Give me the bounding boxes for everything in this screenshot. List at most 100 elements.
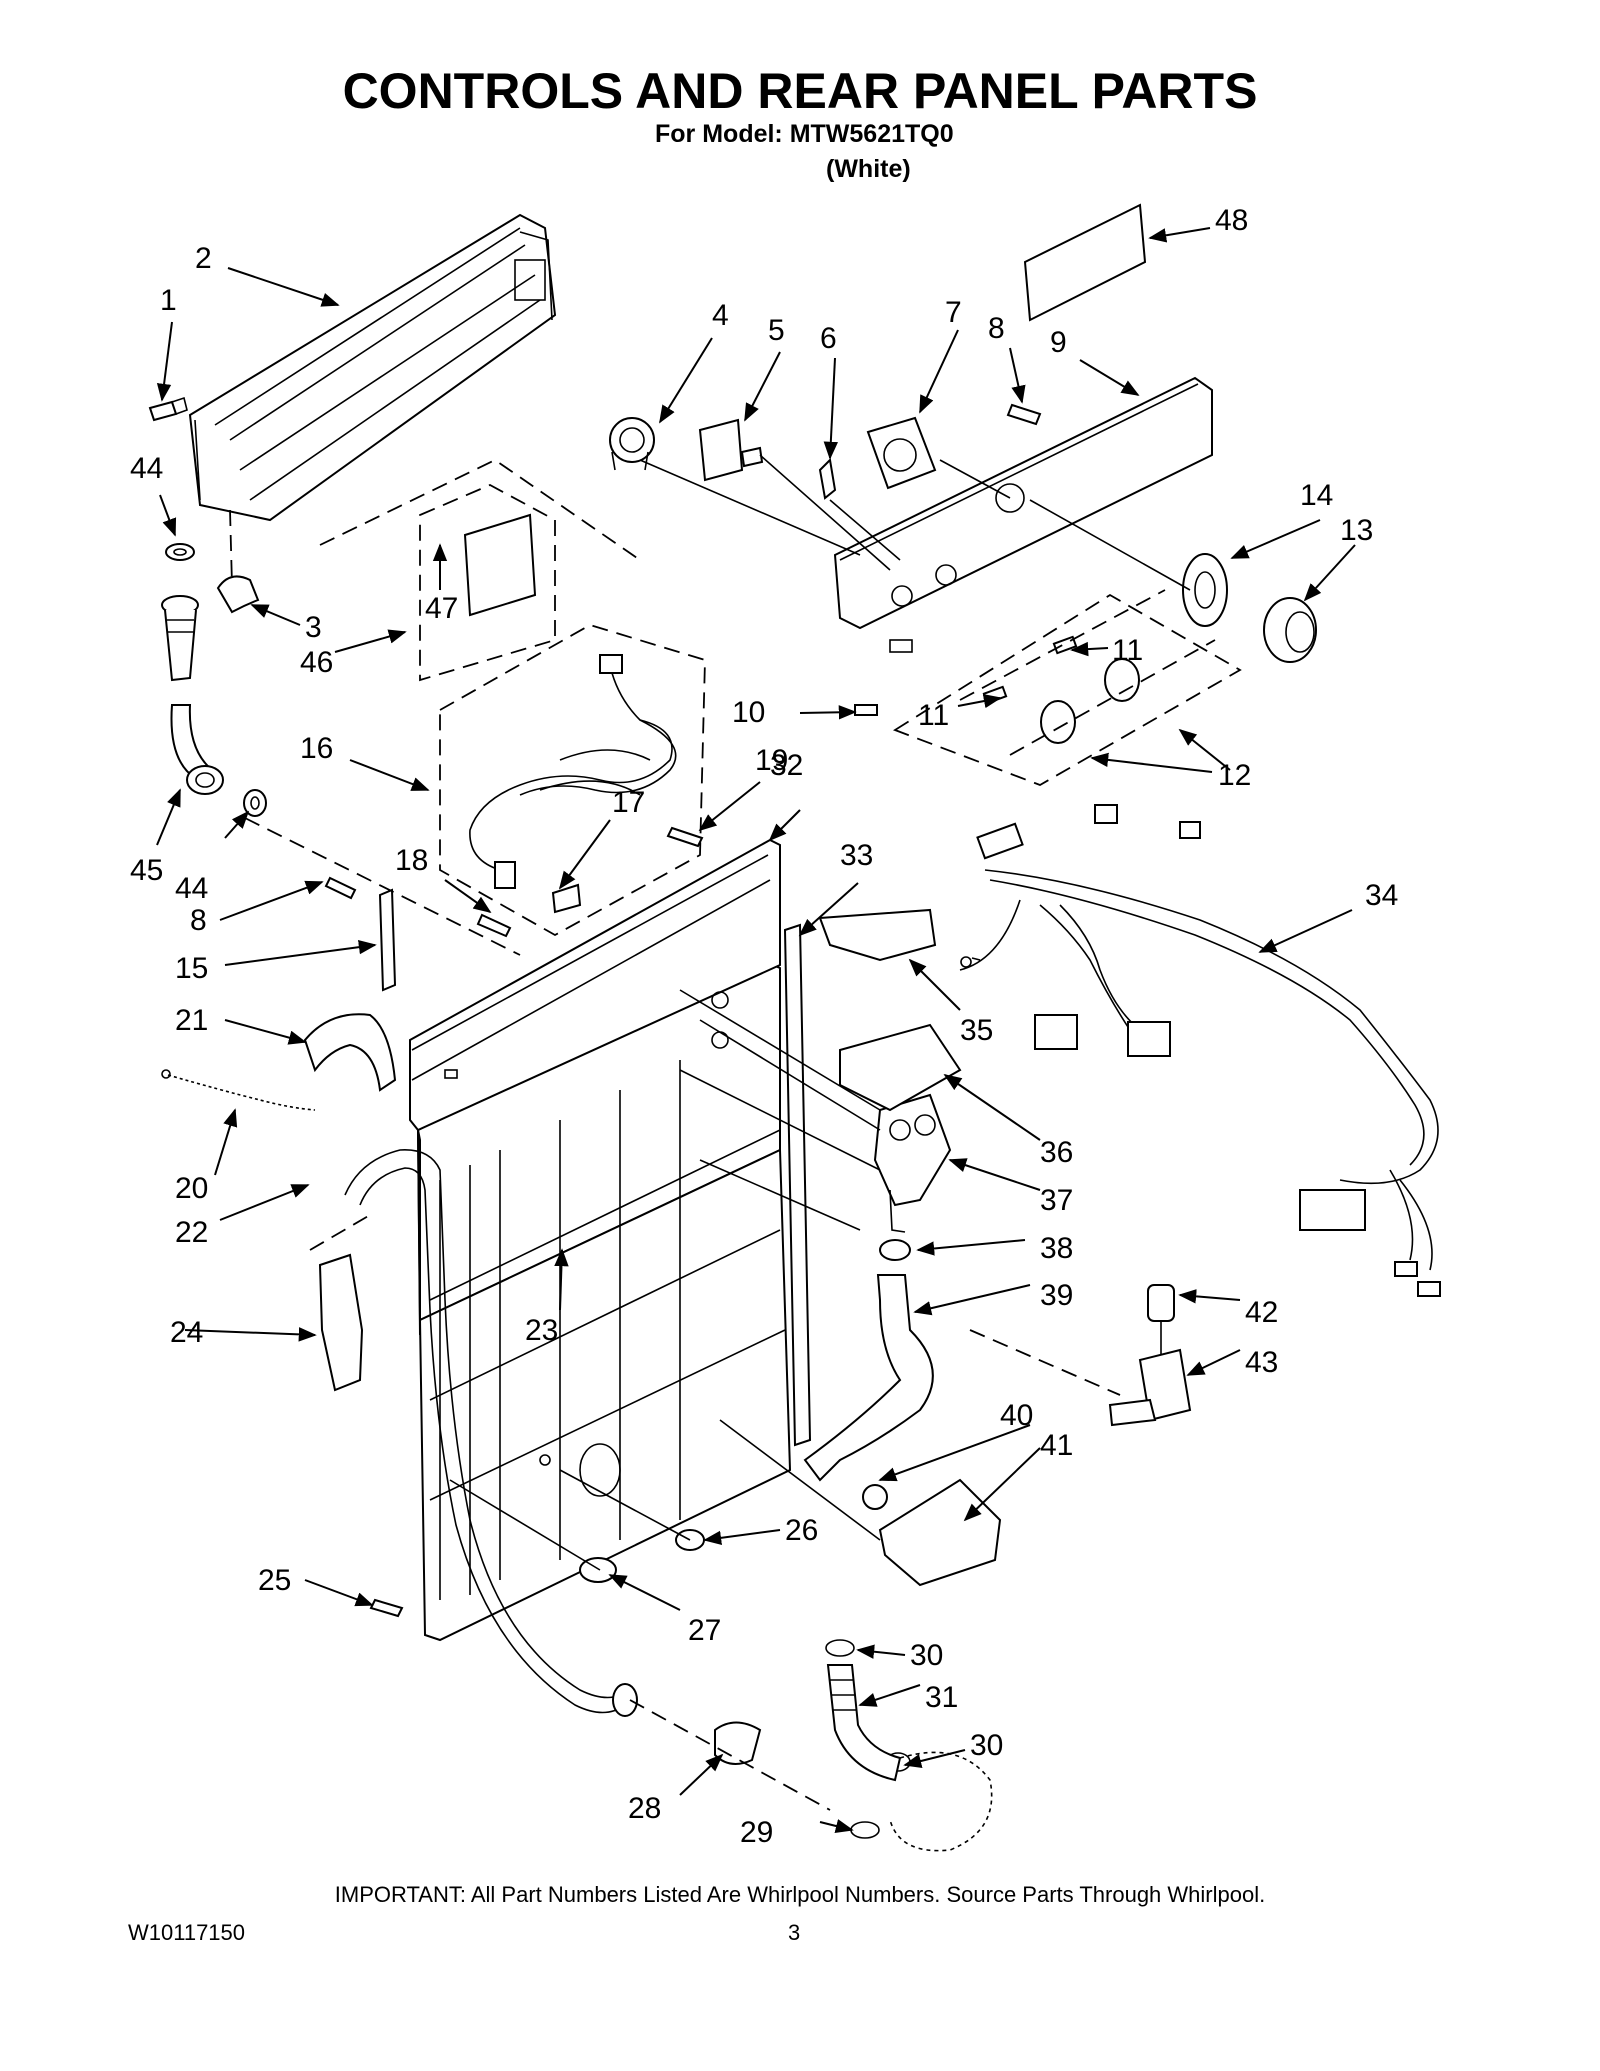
callout-4: 4 (712, 299, 729, 332)
callout-42: 42 (1245, 1296, 1278, 1329)
callout-9: 9 (1050, 326, 1067, 359)
cable-part-20 (167, 1074, 316, 1111)
rail-part-33 (783, 923, 812, 1447)
color-line: (White) (826, 155, 911, 183)
callout-45: 45 (130, 854, 163, 887)
callout-48: 48 (1215, 204, 1248, 237)
callout-44-upper: 44 (130, 452, 163, 485)
callout-17: 17 (612, 786, 645, 819)
callout-35: 35 (960, 1014, 993, 1047)
pump-hose-part-31 (826, 1664, 993, 1852)
callout-8-upper: 8 (988, 312, 1005, 345)
callout-1: 1 (160, 284, 177, 317)
clamp-part-28 (714, 1721, 762, 1765)
callout-2: 2 (195, 242, 212, 275)
document-id: W10117150 (128, 1920, 246, 1945)
callout-5: 5 (768, 314, 785, 347)
washer-part-44-lower (243, 789, 267, 817)
screw-part-25 (369, 1598, 404, 1618)
switch-part-4 (609, 417, 655, 471)
callout-30-lower: 30 (970, 1729, 1003, 1762)
callout-41: 41 (1040, 1429, 1073, 1462)
knob-part-13 (1263, 597, 1317, 663)
callout-33: 33 (840, 839, 873, 872)
callout-22: 22 (175, 1216, 208, 1249)
callout-15: 15 (175, 952, 208, 985)
hose-part-39 (803, 1274, 934, 1482)
callout-30-upper: 30 (910, 1639, 943, 1672)
timer-part-7 (866, 416, 937, 490)
important-note: IMPORTANT: All Part Numbers Listed Are W… (334, 1882, 1266, 1907)
callout-18: 18 (395, 844, 428, 877)
washer-part-38 (879, 1239, 911, 1261)
cover-part-21 (303, 1013, 397, 1092)
dashed-box-47 (419, 484, 556, 682)
page-number: 3 (788, 1920, 801, 1945)
bracket-part-36 (839, 1023, 962, 1112)
page-title: CONTROLS AND REAR PANEL PARTS (342, 63, 1258, 119)
bracket-part-24 (318, 1253, 364, 1392)
callout-43: 43 (1245, 1346, 1278, 1379)
leader-arrows (156, 227, 1356, 1834)
motor-part-43 (1108, 1348, 1192, 1427)
callout-16: 16 (300, 732, 333, 765)
callout-40: 40 (1000, 1399, 1033, 1432)
callout-23: 23 (525, 1314, 558, 1347)
drain-hose-part-22 (344, 1149, 638, 1717)
bracket-part-15 (378, 888, 397, 992)
callout-47: 47 (425, 592, 458, 625)
dashed-box-buttons (892, 593, 1242, 786)
clamp-part-30-top (825, 1639, 855, 1657)
callout-12: 12 (1218, 759, 1251, 792)
switch-part-5 (698, 418, 764, 482)
callout-29: 29 (740, 1816, 773, 1849)
bracket-part-35 (818, 908, 937, 962)
callout-14: 14 (1300, 479, 1333, 512)
console-part (188, 213, 557, 522)
callout-20: 20 (175, 1172, 208, 1205)
callout-3: 3 (305, 611, 322, 644)
callout-39: 39 (1040, 1279, 1073, 1312)
button-part-12b (1040, 700, 1076, 744)
callout-8-lower: 8 (190, 904, 207, 937)
callout-44-lower: 44 (175, 872, 208, 905)
fill-hose-part (161, 595, 224, 795)
screw-part-1 (148, 396, 188, 422)
dashed-box-16 (439, 624, 706, 937)
guide-lines (229, 454, 1191, 1811)
inlet-valve-part-37 (873, 1093, 952, 1233)
control-panel-part (833, 376, 1213, 653)
callout-6: 6 (820, 322, 837, 355)
clamp-part-29 (850, 1821, 880, 1839)
screw-part-18 (476, 913, 512, 938)
capacitor-part-42 (1147, 1284, 1175, 1355)
label-part-10 (854, 704, 878, 716)
screw-part-19 (666, 826, 704, 848)
callout-34: 34 (1365, 879, 1398, 912)
clip-part-3 (216, 575, 260, 614)
callout-46: 46 (300, 646, 333, 679)
callout-labels: 1 2 3 4 5 6 7 8 9 10 11 11 12 13 14 15 1… (130, 204, 1398, 1849)
wire-harness-part-34 (959, 804, 1441, 1297)
callout-31: 31 (925, 1681, 958, 1714)
label-part-48 (1023, 203, 1147, 322)
callout-11-upper: 11 (1112, 634, 1143, 667)
callout-24: 24 (170, 1316, 203, 1349)
callout-11-lower: 11 (918, 699, 949, 732)
callout-13: 13 (1340, 514, 1373, 547)
clip-part-6 (818, 457, 837, 500)
callout-32: 32 (770, 749, 803, 782)
bracket-part-41 (878, 1478, 1002, 1587)
callout-38: 38 (1040, 1232, 1073, 1265)
power-cord-part-16 (469, 654, 677, 914)
washer-part-44-top (165, 543, 195, 561)
callout-27: 27 (688, 1614, 721, 1647)
callout-26: 26 (785, 1514, 818, 1547)
callout-36: 36 (1040, 1136, 1073, 1169)
rear-panel-part (409, 838, 792, 1642)
callout-19: 19 (755, 744, 788, 777)
callout-10: 10 (732, 696, 765, 729)
button-part-12a (1104, 658, 1140, 702)
screw-part-8-lower (324, 876, 357, 900)
